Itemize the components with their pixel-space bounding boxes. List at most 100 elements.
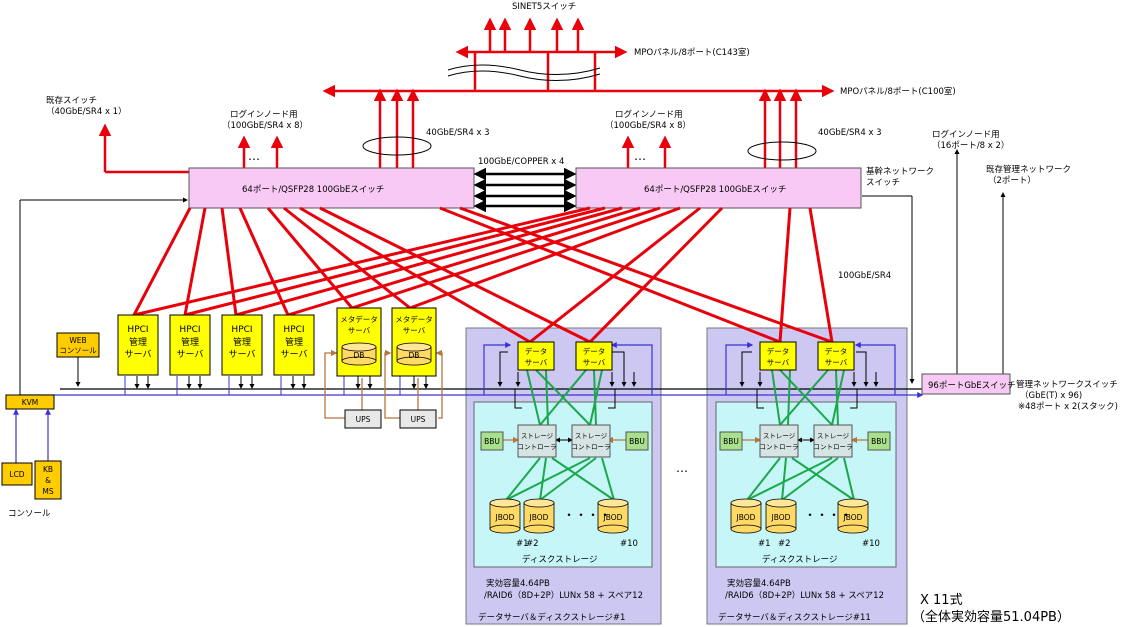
hpci-1-l3: サーバ <box>125 349 152 360</box>
ds-11b-l2: サーバ <box>825 358 848 367</box>
meta-2-l1: メタデータ <box>395 314 433 324</box>
existing-switch-label-2: （40GbE/SR4 x 1） <box>46 106 127 117</box>
login-mgmt-label-2: （16ポート/8 x 2） <box>932 140 1009 151</box>
ds-1b-l1: データ <box>583 346 606 356</box>
mgmt-switch-label-3: ※48ポート x 2(スタック) <box>1018 402 1118 412</box>
hpci-3-l1: HPCI <box>231 325 252 335</box>
bbu-1b-label: BBU <box>629 437 645 446</box>
left-switch-label: 64ポート/QSFP28 100GbEスイッチ <box>242 185 384 195</box>
server-mgmt-drops <box>124 376 429 395</box>
db-cylinder-2 <box>396 342 432 366</box>
jbod-1-num-10: #10 <box>620 539 638 549</box>
bbu-11a <box>719 431 743 451</box>
ctrl-11b-l2: コントローラ <box>814 443 853 451</box>
ups-box-2 <box>399 409 437 429</box>
lag-ring-right <box>747 141 817 161</box>
storage-controller-11b <box>813 424 853 458</box>
hpci-4-l2: 管理 <box>285 336 303 348</box>
storage-controller-1b <box>571 424 611 458</box>
lag-ring-left <box>362 136 432 156</box>
jbod-1-dots: ・・・・ <box>563 508 611 522</box>
disk-storage-11-panel <box>715 401 897 568</box>
gbe-switch-label: 96ポートGbEスイッチ <box>928 381 1016 391</box>
existing-mgmt-label-2: （2ポート） <box>988 175 1036 186</box>
ellipsis-left: … <box>248 149 260 163</box>
jbod-1-num-1: #1 <box>516 539 529 549</box>
total-capacity-label: （全体実効容量51.04PB） <box>912 609 1070 625</box>
disk-storage-11-label: ディスクストレージ <box>762 554 837 565</box>
mpo-c143-label: MPOパネル/8ポート(C143室) <box>634 47 750 58</box>
capacity-11-line1: 実効容量4.64PB <box>727 578 791 589</box>
storage-controller-1a <box>517 424 557 458</box>
bbu-1a <box>480 431 504 451</box>
ups-1-label: UPS <box>356 415 371 424</box>
ups-power-lines <box>324 349 870 444</box>
ds-11b-l1: データ <box>825 346 848 356</box>
data-server-11b <box>817 341 855 371</box>
hpci-3-l2: 管理 <box>233 336 251 348</box>
hpci-3-l3: サーバ <box>229 349 256 360</box>
capacity-1-line1: 実効容量4.64PB <box>486 578 550 589</box>
bbu-11b <box>867 431 891 451</box>
sr4-right-label: 40GbE/SR4 x 3 <box>818 128 882 138</box>
kvm-lines <box>13 408 51 463</box>
mgmt-switch-label-2: （GbE(T) x 96) <box>1020 390 1082 401</box>
web-console-l1: WEB <box>69 336 86 345</box>
management-bus <box>19 149 1006 398</box>
jbod-1-2-label: JBOD <box>529 513 549 522</box>
jbod-1-1-label: JBOD <box>495 513 515 522</box>
unit-1-title: データサーバ＆ディスクストレージ#1 <box>478 612 625 623</box>
kbms-l1: KB <box>43 465 53 474</box>
gbe-switch-box <box>921 373 1011 395</box>
console-label: コンソール <box>8 509 51 519</box>
login-right-label-1: ログインノード用 <box>615 109 683 120</box>
core-switch-right <box>575 167 862 209</box>
ups-2-label: UPS <box>411 415 426 424</box>
ups-box-1 <box>344 409 382 429</box>
copper-links <box>473 167 577 213</box>
existing-mgmt-label-1: 既存管理ネットワーク <box>986 164 1071 175</box>
ellipsis-right: … <box>634 149 646 163</box>
meta-2-l2: サーバ <box>403 326 426 335</box>
core-switch-left <box>188 167 475 209</box>
web-console-box <box>56 332 100 358</box>
sr4-left-label: 40GbE/SR4 x 3 <box>426 128 490 138</box>
jbod-11-2-label: JBOD <box>771 513 791 522</box>
ctrl-11a-l2: コントローラ <box>760 443 799 451</box>
bbu-11b-label: BBU <box>871 437 887 446</box>
ctrl-1a-l2: コントローラ <box>518 443 557 451</box>
jbod-group-11 <box>730 498 869 534</box>
metadata-servers <box>336 307 437 377</box>
ds-1b-l2: サーバ <box>583 358 606 367</box>
hpci-2-l2: 管理 <box>181 336 199 348</box>
capacity-1-line2: /RAID6（8D+2P）LUNx 58 + スペア12 <box>484 590 643 601</box>
jbod-group-1 <box>489 498 629 534</box>
storage-unit-11-links <box>725 342 896 501</box>
data-server-1b <box>575 341 613 371</box>
downlink-label: 100GbE/SR4 <box>838 271 891 281</box>
ctrl-11b-l1: ストレージ <box>817 432 850 440</box>
ctrl-1a-l1: ストレージ <box>521 432 554 440</box>
unit-count-label: X 11式 <box>920 593 963 608</box>
kbms-l2: & <box>45 476 51 485</box>
lcd-box <box>1 462 33 486</box>
hpci-1-l2: 管理 <box>129 336 147 348</box>
right-switch-label: 64ポート/QSFP28 100GbEスイッチ <box>644 185 786 195</box>
hpci-server-4 <box>273 314 315 376</box>
hpci-1-l1: HPCI <box>127 325 148 335</box>
core-network-label-2: スイッチ <box>866 178 900 188</box>
ds-1a-l2: サーバ <box>525 358 548 367</box>
sinet5-label: SINET5スイッチ <box>512 2 576 12</box>
login-left-label-2: （100GbE/SR4 x 8） <box>222 120 308 131</box>
jbod-11-10-label: JBOD <box>843 513 863 522</box>
data-server-11a <box>759 341 797 371</box>
unit-11-title: データサーバ＆ディスクストレージ#11 <box>718 612 871 623</box>
hpci-2-l1: HPCI <box>179 325 200 335</box>
bbu-1b <box>625 431 649 451</box>
bbu-1a-label: BBU <box>484 437 500 446</box>
core-network-label-1: 基幹ネットワーク <box>866 166 934 177</box>
hpci-4-l3: サーバ <box>281 349 308 360</box>
web-console-l2: コンソール <box>59 346 97 355</box>
jbod-11-dots: ・・・・ <box>804 508 852 522</box>
